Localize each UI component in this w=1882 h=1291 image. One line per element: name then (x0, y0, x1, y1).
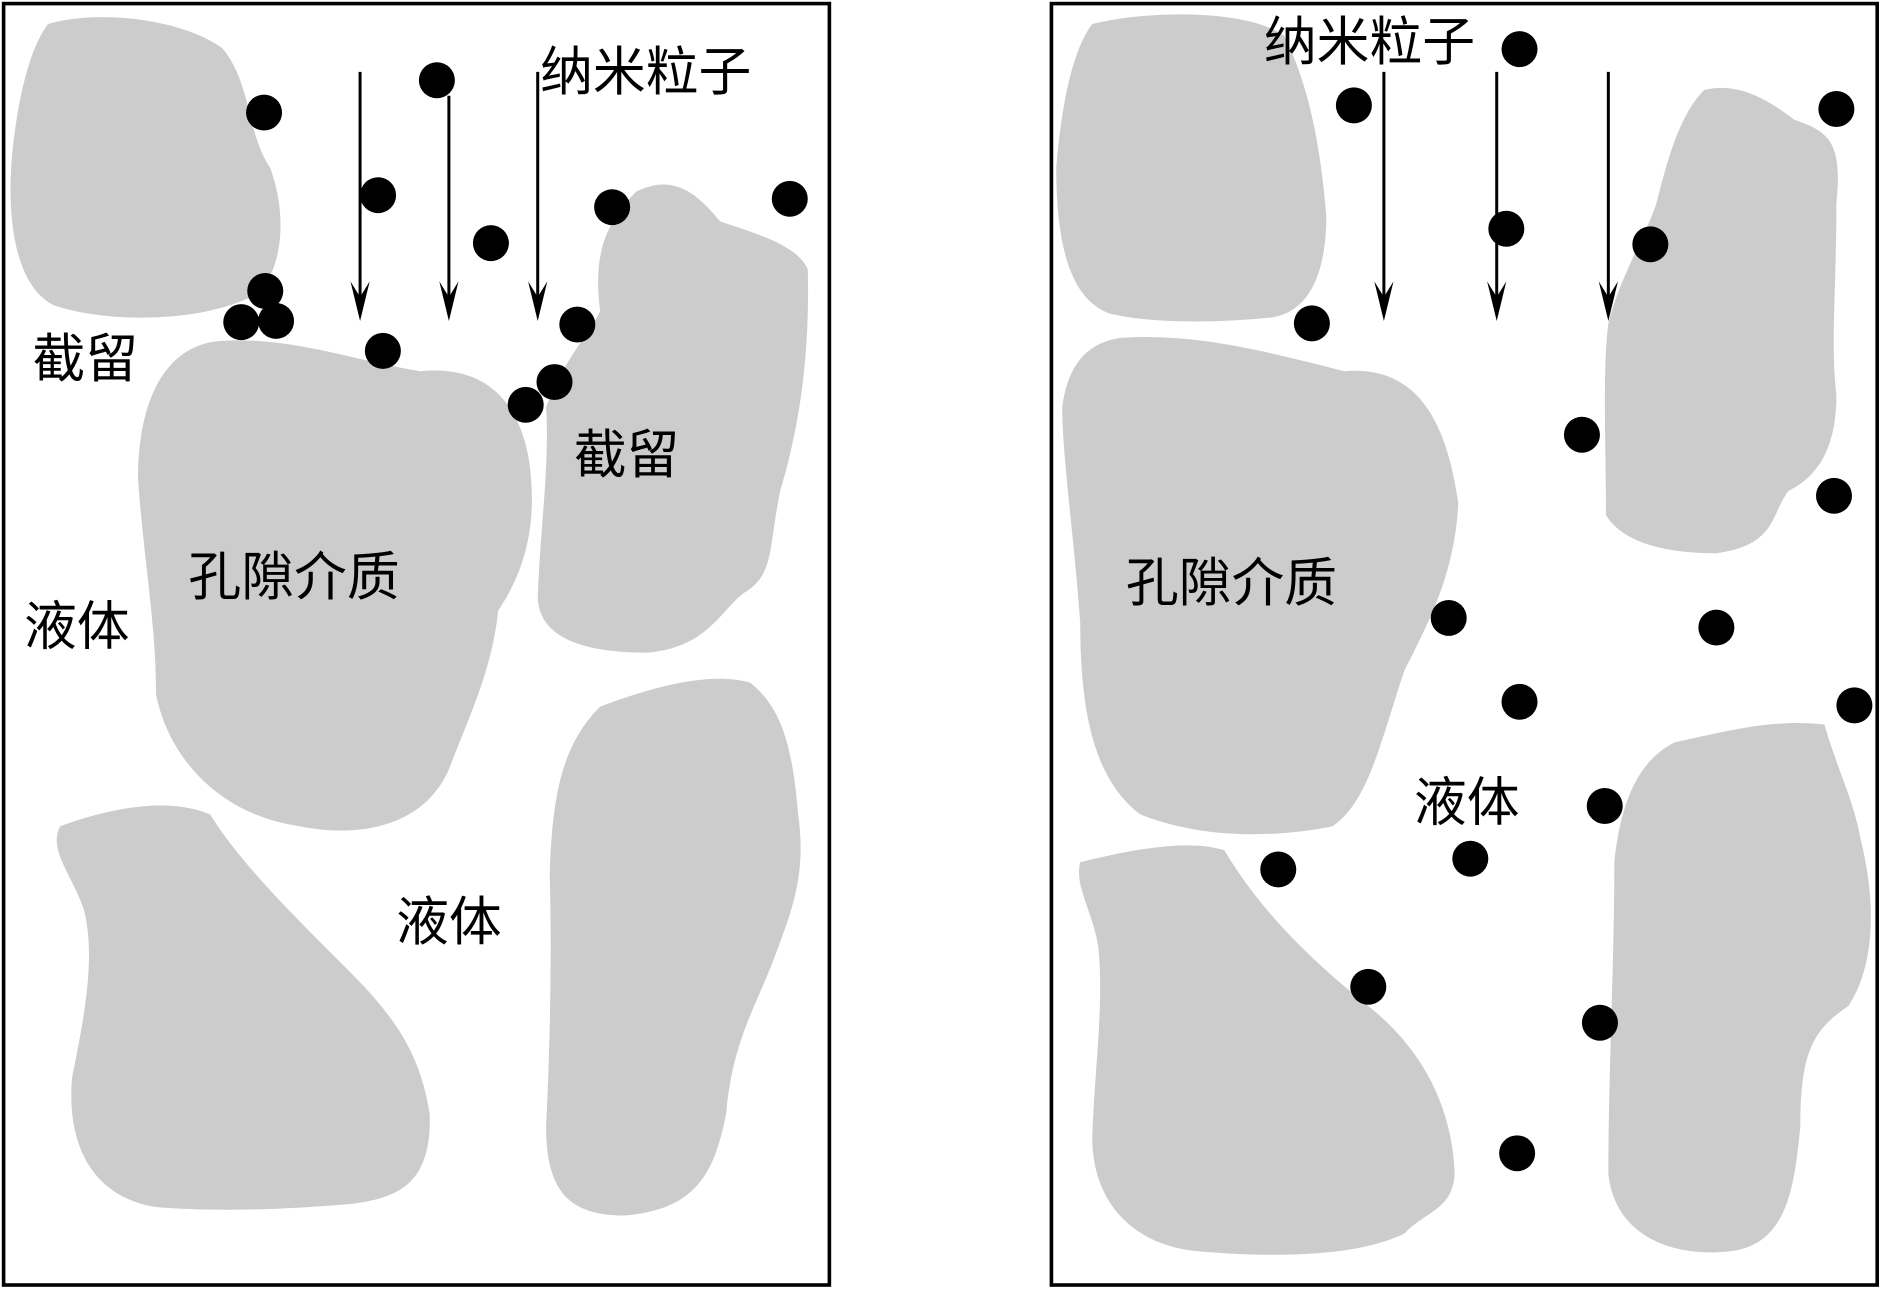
pore-grain (56, 805, 430, 1210)
liquid-label: 液体 (24, 596, 130, 657)
porous-medium-label: 孔隙介质 (188, 547, 399, 608)
porous-medium-label: 孔隙介质 (1126, 553, 1337, 614)
pore-grain (1062, 337, 1459, 835)
retention-label: 截留 (32, 329, 138, 390)
flow-arrow (1487, 71, 1507, 321)
flow-arrow (439, 95, 459, 321)
pore-grain (1604, 87, 1838, 554)
pore-grain (1608, 722, 1871, 1253)
pore-grain (10, 17, 281, 318)
pore-grain (1056, 14, 1327, 322)
left-frame (1, 1, 832, 1287)
pore-grain (537, 184, 809, 653)
retention-label: 截留 (574, 425, 680, 486)
flow-arrow (528, 71, 548, 321)
right-frame (1049, 1, 1879, 1287)
flow-arrow (1374, 71, 1394, 321)
flow-arrow (1598, 71, 1618, 321)
nanoparticles (223, 62, 808, 423)
flow-arrow (350, 71, 370, 321)
liquid-label: 液体 (396, 892, 502, 953)
pore-grain (546, 678, 801, 1216)
pore-grain (1079, 845, 1455, 1255)
nanoparticle-label: 纳米粒子 (1264, 12, 1475, 73)
pore-grain (138, 340, 532, 831)
nanoparticles (1260, 31, 1873, 1172)
left-panel: 纳米粒子 截留 截留 孔隙介质 液体 液体 (1, 1, 832, 1287)
liquid-label: 液体 (1414, 772, 1520, 833)
right-panel: 纳米粒子 孔隙介质 液体 (1049, 1, 1879, 1287)
nanoparticle-label: 纳米粒子 (540, 42, 751, 103)
